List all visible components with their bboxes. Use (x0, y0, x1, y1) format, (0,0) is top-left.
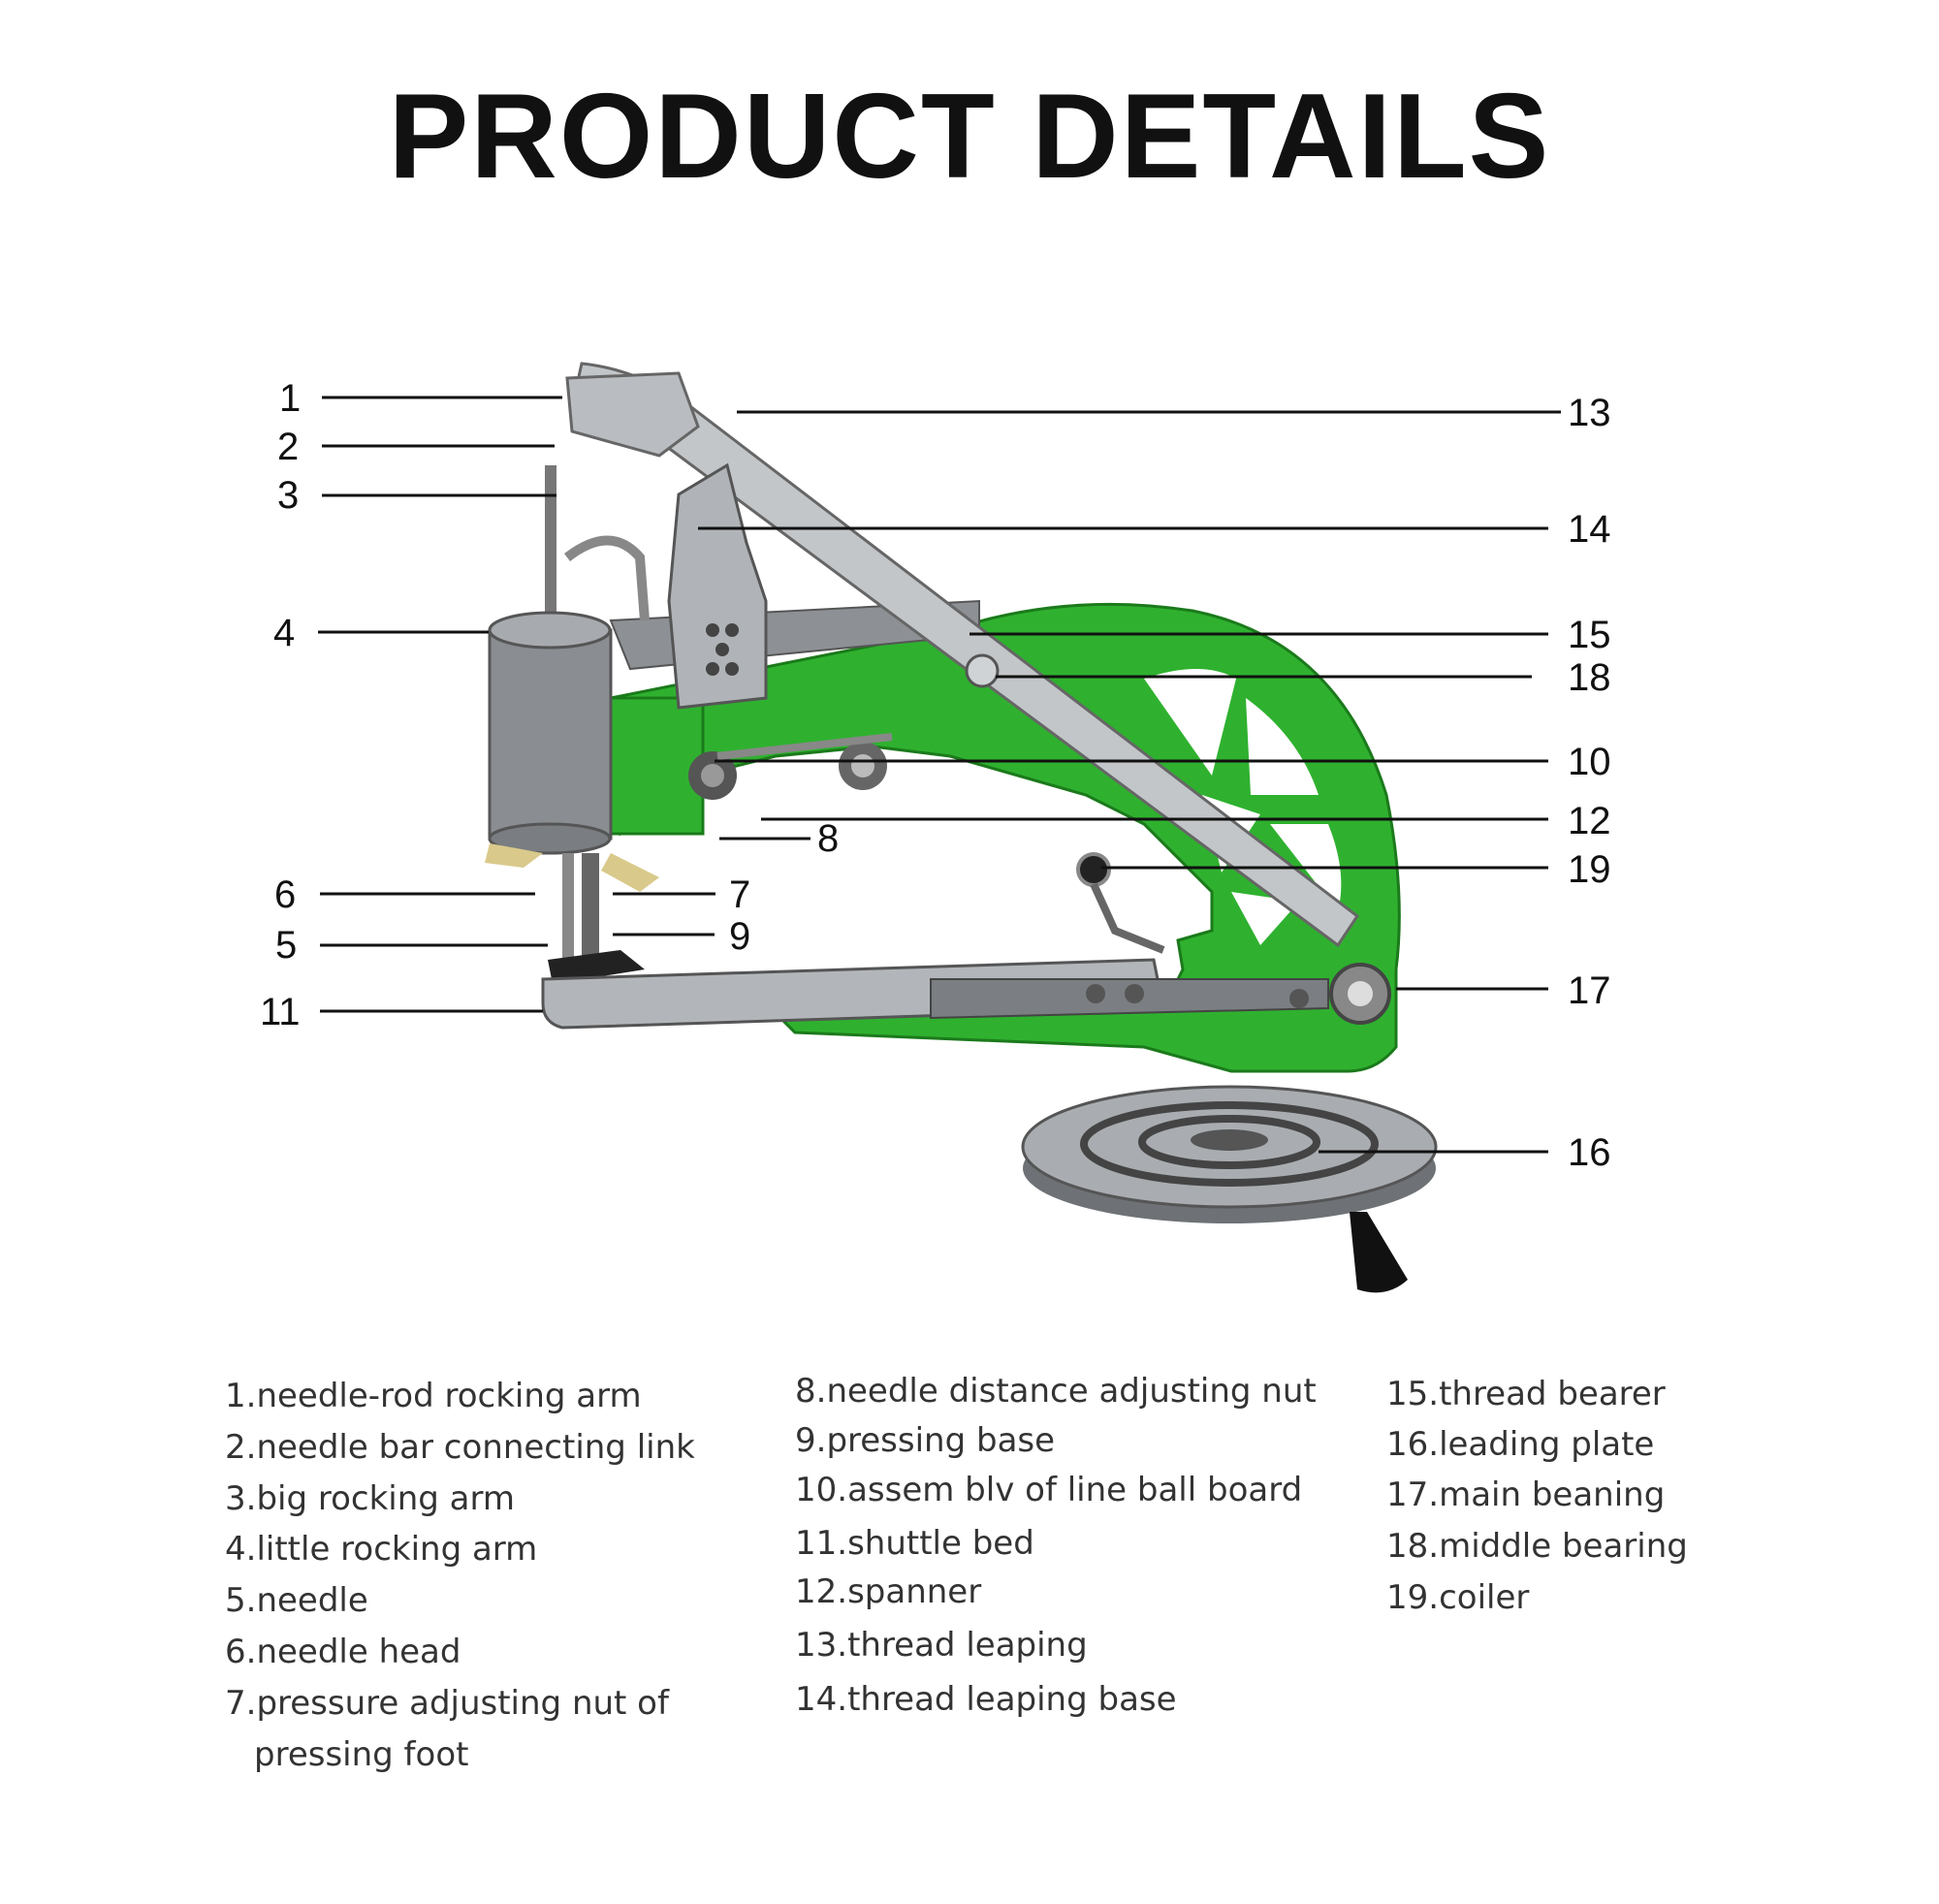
legend-item-8: 8.needle distance adjusting nut (795, 1372, 1317, 1411)
legend-item-10: 10.assem blv of line ball board (795, 1471, 1303, 1509)
legend-item-1: 1.needle-rod rocking arm (225, 1377, 642, 1415)
callout-19: 19 (1568, 848, 1611, 891)
legend-item-12: 12.spanner (795, 1572, 982, 1611)
callout-9: 9 (729, 915, 750, 958)
callout-7: 7 (729, 873, 750, 916)
legend-item-9: 9.pressing base (795, 1421, 1056, 1460)
legend-item-15: 15.thread bearer (1386, 1375, 1666, 1413)
page-title: PRODUCT DETAILS (388, 70, 1551, 204)
callout-16: 16 (1568, 1131, 1611, 1174)
legend-item-17: 17.main beaning (1386, 1476, 1666, 1514)
callout-2: 2 (277, 426, 299, 468)
callout-13: 13 (1568, 392, 1611, 434)
legend-item-14: 14.thread leaping base (795, 1680, 1177, 1719)
sewing-machine-illustration (485, 362, 1438, 1293)
callout-10: 10 (1568, 741, 1611, 783)
callout-3: 3 (277, 474, 299, 517)
callout-numbers: 1 2 3 4 5 6 7 8 9 10 11 12 13 14 15 16 1… (260, 377, 1611, 1174)
legend-item-18: 18.middle bearing (1386, 1527, 1688, 1566)
callout-6: 6 (274, 873, 296, 916)
legend-item-7: 7.pressure adjusting nut of (225, 1684, 669, 1723)
legend-item-7-cont: pressing foot (254, 1735, 469, 1774)
callout-17: 17 (1568, 969, 1611, 1012)
callout-5: 5 (275, 924, 297, 967)
callout-12: 12 (1568, 800, 1611, 842)
callout-14: 14 (1568, 508, 1611, 551)
callout-lines (318, 396, 1561, 1154)
callout-4: 4 (273, 612, 295, 654)
legend-item-3: 3.big rocking arm (225, 1479, 515, 1518)
legend-item-16: 16.leading plate (1386, 1425, 1655, 1464)
legend-item-11: 11.shuttle bed (795, 1524, 1034, 1563)
legend-item-6: 6.needle head (225, 1633, 461, 1671)
callout-8: 8 (817, 817, 839, 860)
legend-item-19: 19.coiler (1386, 1578, 1530, 1617)
callout-18: 18 (1568, 656, 1611, 699)
legend-item-5: 5.needle (225, 1581, 368, 1620)
legend-item-4: 4.little rocking arm (225, 1530, 538, 1569)
callout-15: 15 (1568, 614, 1611, 656)
legend-item-2: 2.needle bar connecting link (225, 1428, 695, 1467)
legend-item-13: 13.thread leaping (795, 1626, 1088, 1665)
callout-11: 11 (260, 991, 301, 1033)
callout-1: 1 (279, 377, 301, 420)
